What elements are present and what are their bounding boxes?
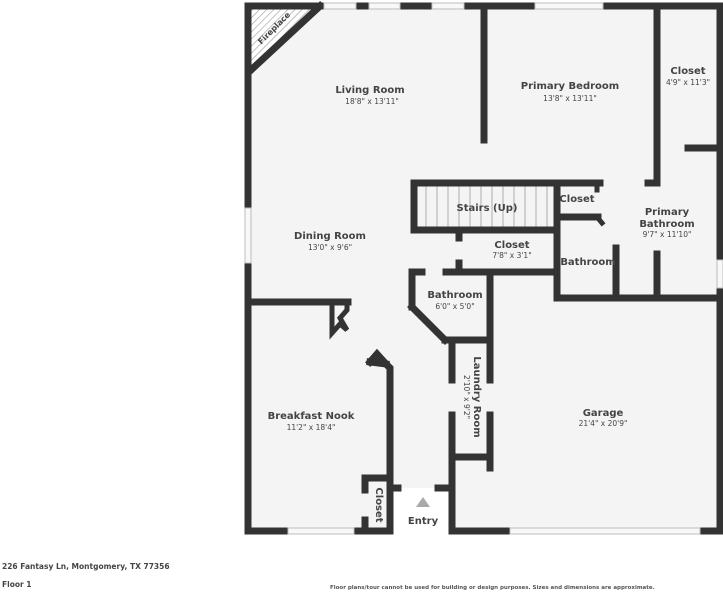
room-closet-hall: Closet: [494, 240, 529, 251]
room-primary-bedroom: Primary Bedroom: [521, 81, 619, 92]
room-bathroom-half-dims: 6'0" x 5'0": [435, 302, 474, 311]
room-primary-bathroom-line1: Primary: [645, 207, 690, 218]
room-dining-room-dims: 13'0" x 9'6": [308, 243, 352, 252]
room-laundry-room: Laundry Room: [471, 356, 482, 437]
room-garage: Garage: [583, 408, 624, 419]
room-bathroom-half: Bathroom: [427, 290, 482, 301]
room-closet-primary-dims: 4'9" x 11'3": [666, 78, 710, 87]
room-closet-hall-dims: 7'8" x 3'1": [492, 251, 531, 260]
property-address: 226 Fantasy Ln, Montgomery, TX 77356: [2, 562, 170, 571]
entry-arrow-icon: [416, 497, 430, 507]
room-laundry-room-dims: 2'10" x 9'2": [462, 375, 471, 419]
stairs: [414, 183, 557, 230]
room-dining-room: Dining Room: [294, 231, 366, 242]
room-closet-entry: Closet: [373, 487, 384, 522]
floor-label: Floor 1: [2, 580, 32, 589]
room-primary-bedroom-dims: 13'8" x 13'11": [543, 94, 597, 103]
fireplace: Fireplace: [246, 1, 325, 75]
room-garage-dims: 21'4" x 20'9": [579, 419, 628, 428]
disclaimer: Floor plans/tour cannot be used for buil…: [330, 585, 655, 591]
room-labels: Living Room 18'8" x 13'11" Primary Bedro…: [268, 66, 710, 527]
room-primary-bathroom-line2: Bathroom: [639, 219, 694, 230]
room-bathroom-upper: Bathroom: [560, 257, 615, 268]
room-breakfast-nook: Breakfast Nook: [268, 411, 355, 422]
room-living-room-dims: 18'8" x 13'11": [345, 97, 399, 106]
room-closet-primary: Closet: [670, 66, 705, 77]
room-closet-small: Closet: [559, 194, 594, 205]
windows: [244, 2, 723, 535]
room-entry: Entry: [408, 516, 439, 527]
room-stairs: Stairs (Up): [457, 203, 518, 214]
room-primary-bathroom-dims: 9'7" x 11'10": [643, 230, 692, 239]
walls: [244, 2, 723, 535]
room-breakfast-nook-dims: 11'2" x 18'4": [287, 423, 336, 432]
room-living-room: Living Room: [335, 85, 404, 96]
